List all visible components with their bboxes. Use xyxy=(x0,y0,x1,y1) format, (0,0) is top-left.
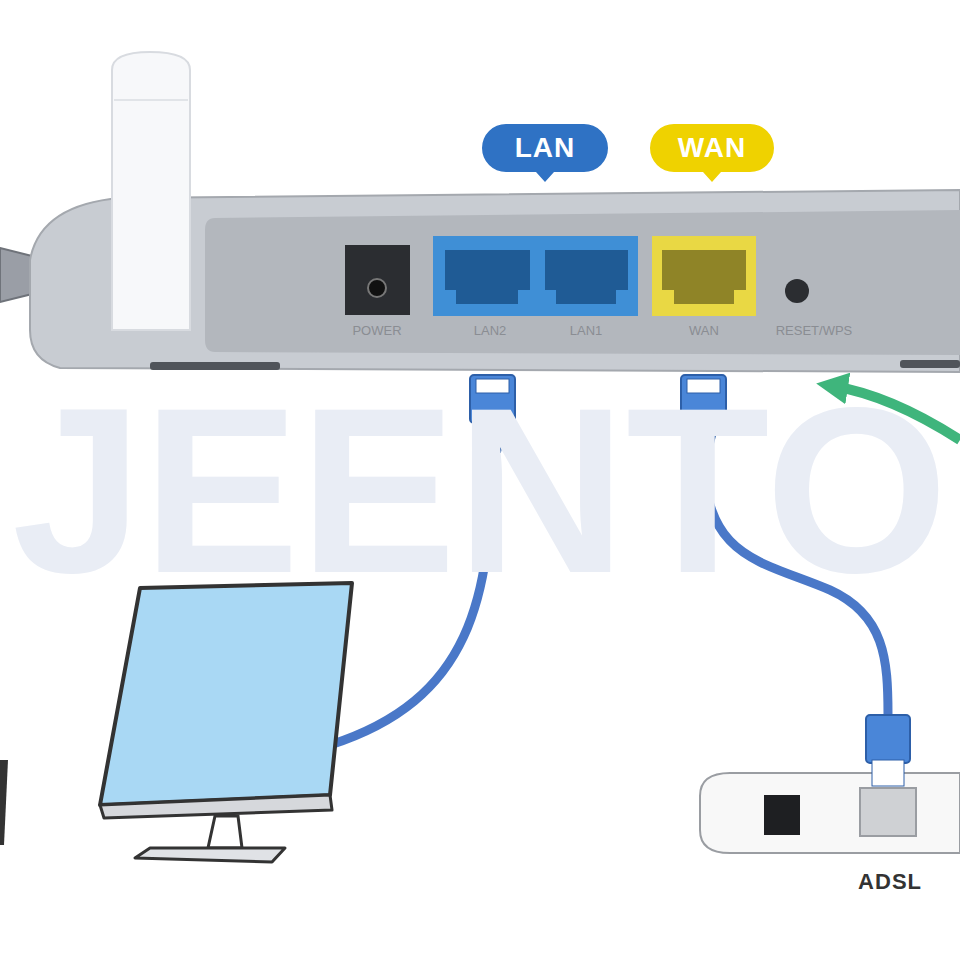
other-device xyxy=(0,760,8,845)
port-label: POWER xyxy=(352,324,401,337)
node-text: WAN xyxy=(678,132,746,164)
lan1-port xyxy=(545,250,628,304)
wan-callout: WAN xyxy=(650,124,774,172)
foot xyxy=(150,362,280,370)
node-text: ADSL xyxy=(858,869,922,895)
monitor xyxy=(100,583,352,862)
port-label: LAN2 xyxy=(474,324,507,337)
adsl-modem xyxy=(700,715,960,853)
port-label: RESET/WPS xyxy=(776,324,853,337)
callout-bubble xyxy=(650,124,774,182)
wan-port xyxy=(662,250,746,304)
power-jack xyxy=(345,245,410,315)
port-label: WAN xyxy=(689,324,719,337)
modem-label: ADSL xyxy=(700,773,960,903)
wan-port-frame xyxy=(652,236,756,316)
lan2-port xyxy=(445,250,530,304)
rear-panel xyxy=(205,210,960,355)
node-text: LAN xyxy=(515,132,576,164)
foot xyxy=(900,360,960,368)
lan-ports xyxy=(433,236,638,316)
callout-bubble xyxy=(482,124,608,182)
lan-callout: LAN xyxy=(482,124,608,172)
antenna xyxy=(112,52,190,330)
watermark: JEENTO xyxy=(12,373,948,608)
port-label: LAN1 xyxy=(570,324,603,337)
reset-button xyxy=(785,279,809,303)
